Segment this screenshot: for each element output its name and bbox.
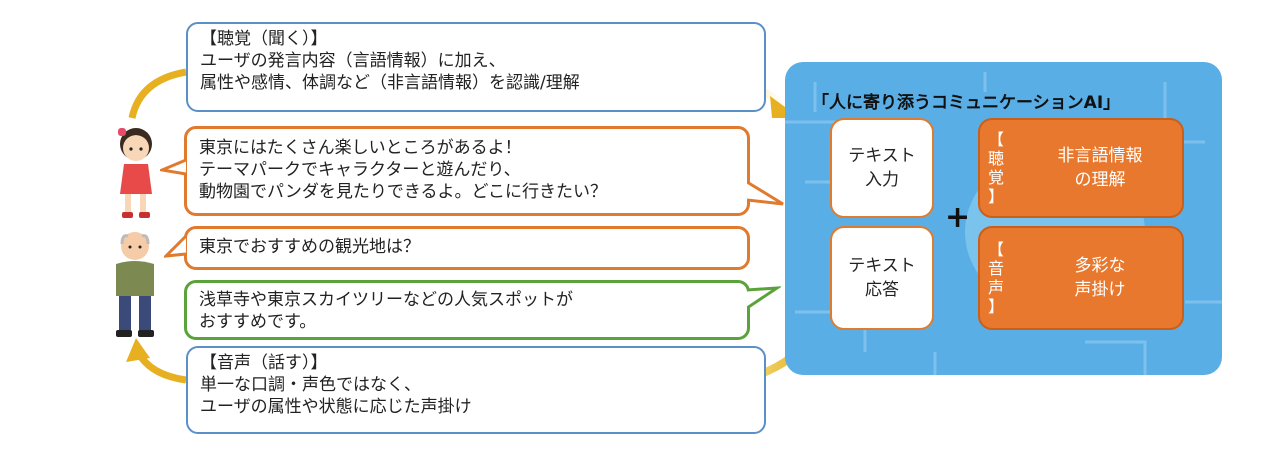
question-bubble: 東京でおすすめの観光地は？ xyxy=(184,226,750,270)
voice-box: 【 音 声 】 多彩な 声掛け xyxy=(978,226,1184,330)
hearing-bubble: 【聴覚（聞く）】 ユーザの発言内容（言語情報）に加え、 属性や感情、体調など（非… xyxy=(186,22,766,112)
ai-answer-line-1: 浅草寺や東京スカイツリーなどの人気スポットが xyxy=(199,290,573,310)
ai-reply-line-1: 東京にはたくさん楽しいところがあるよ！ xyxy=(199,138,522,158)
hearing-box-text: 非言語情報 の理解 xyxy=(1057,146,1143,190)
text-input-line-1: テキスト xyxy=(848,146,916,166)
arc-to-hearing xyxy=(128,68,187,119)
hearing-heading: 【聴覚（聞く）】 xyxy=(200,29,328,49)
ai-reply-line-3: 動物園でパンダを見たりできるよ。どこに行きたい？ xyxy=(199,182,607,202)
ai-reply-bubble: 東京にはたくさん楽しいところがあるよ！ テーマパークでキャラクターと遊んだり、 … xyxy=(184,126,750,216)
text-response-line-2: 応答 xyxy=(865,280,899,300)
question-tail xyxy=(164,234,188,258)
voice-line-1: 単一な口調・声色ではなく、 xyxy=(200,375,421,395)
ai-reply-tail xyxy=(747,180,784,206)
voice-heading: 【音声（話す）】 xyxy=(200,353,328,373)
voice-box-text: 多彩な 声掛け xyxy=(1074,256,1126,300)
text-input-box: テキスト 入力 xyxy=(830,118,934,218)
hearing-box: 【 聴 覚 】 非言語情報 の理解 xyxy=(978,118,1184,218)
hearing-line-1: ユーザの発言内容（言語情報）に加え、 xyxy=(200,51,506,71)
arrow-head-up xyxy=(126,338,150,362)
panel-title: 「人に寄り添うコミュニケーションAI」 xyxy=(812,93,1121,113)
text-input-line-2: 入力 xyxy=(865,170,899,190)
ai-answer-tail xyxy=(747,286,781,310)
plus-sign: + xyxy=(945,200,971,235)
ai-reply-tail-left xyxy=(160,158,187,176)
hearing-line-2: 属性や感情、体調など（非言語情報）を認識/理解 xyxy=(200,73,580,93)
voice-bubble: 【音声（話す）】 単一な口調・声色ではなく、 ユーザの属性や状態に応じた声掛け xyxy=(186,346,766,434)
text-response-box: テキスト 応答 xyxy=(830,226,934,330)
ai-reply-line-2: テーマパークでキャラクターと遊んだり、 xyxy=(199,160,521,180)
question-text: 東京でおすすめの観光地は？ xyxy=(199,237,420,257)
ai-answer-bubble: 浅草寺や東京スカイツリーなどの人気スポットが おすすめです。 xyxy=(184,280,750,340)
ai-answer-line-2: おすすめです。 xyxy=(199,312,317,332)
voice-tag: 【 音 声 】 xyxy=(987,240,1004,316)
elder-illustration xyxy=(116,232,154,337)
hearing-tag: 【 聴 覚 】 xyxy=(987,130,1004,206)
girl-illustration xyxy=(118,128,152,218)
voice-line-2: ユーザの属性や状態に応じた声掛け xyxy=(200,397,472,417)
text-response-line-1: テキスト xyxy=(848,256,916,276)
